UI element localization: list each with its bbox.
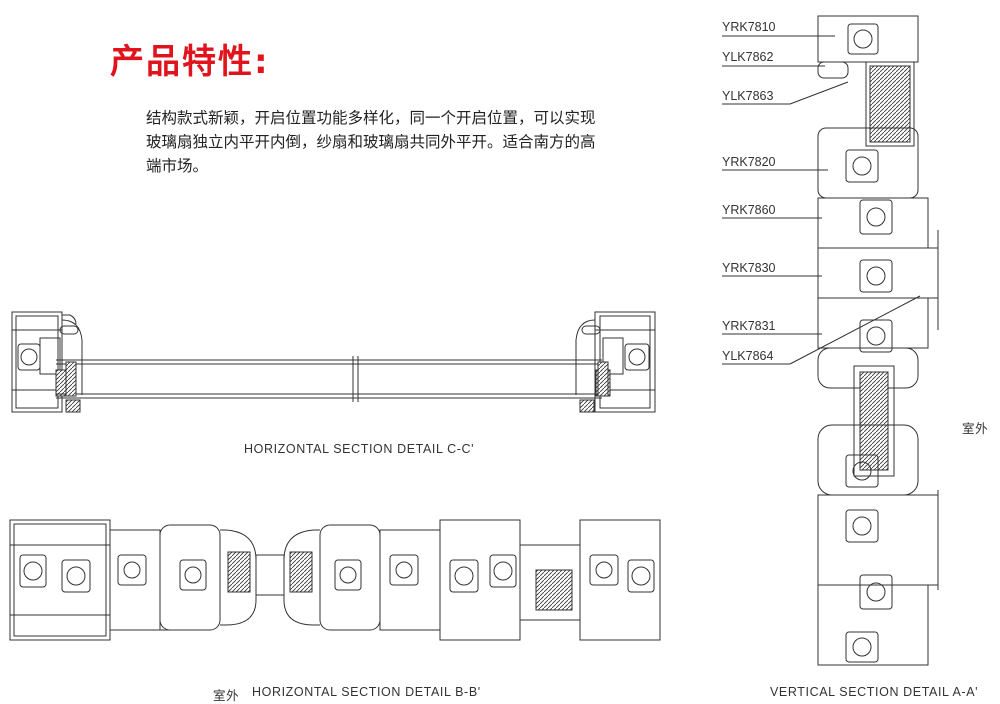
- part-label: YRK7810: [722, 20, 776, 34]
- vertical-section-aa-drawing: [722, 15, 939, 666]
- page-title: 产品特性:: [110, 42, 270, 82]
- horizontal-section-bb-drawing: [9, 519, 661, 641]
- vertical-section-side-label: 室外: [962, 422, 989, 436]
- horizontal-section-cc-drawing: [11, 311, 656, 413]
- horizontal-section-bb-caption: HORIZONTAL SECTION DETAIL B-B': [252, 685, 481, 699]
- part-label: YRK7820: [722, 155, 776, 169]
- part-label: YRK7831: [722, 319, 776, 333]
- part-label: YLK7862: [722, 50, 774, 64]
- horizontal-section-bb-side-label: 室外: [213, 689, 240, 703]
- part-label: YRK7830: [722, 261, 776, 275]
- part-label: YRK7860: [722, 203, 776, 217]
- horizontal-section-cc-caption: HORIZONTAL SECTION DETAIL C-C': [244, 442, 475, 456]
- part-label: YLK7864: [722, 349, 774, 363]
- vertical-section-aa-caption: VERTICAL SECTION DETAIL A-A': [770, 685, 979, 699]
- part-label: YLK7863: [722, 89, 774, 103]
- product-description: 结构款式新颖，开启位置功能多样化，同一个开启位置，可以实现玻璃扇独立内平开内倒，…: [146, 109, 596, 175]
